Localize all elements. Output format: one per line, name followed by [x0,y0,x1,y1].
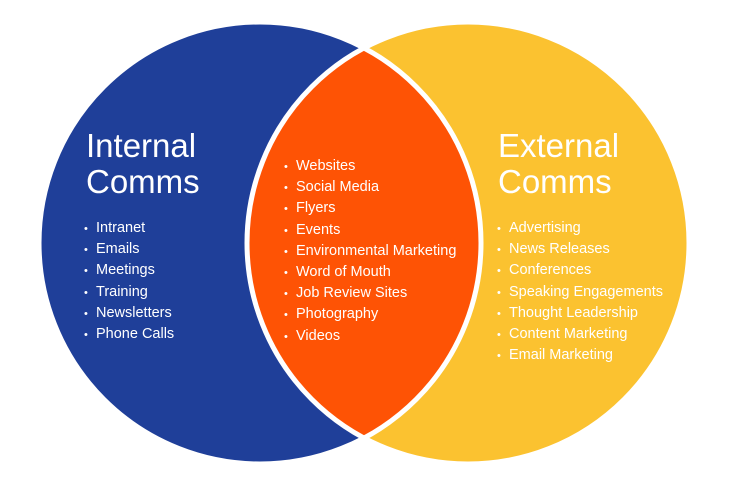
list-item: Word of Mouth [284,262,456,283]
external-comms-list: Advertising News Releases Conferences Sp… [497,218,663,366]
external-title-line2: Comms [498,163,612,200]
internal-title-line2: Comms [86,163,200,200]
list-item: Photography [284,304,456,325]
list-item: Events [284,220,456,241]
list-item: Emails [84,239,174,260]
internal-circle-outline [36,19,484,467]
list-item: Intranet [84,218,174,239]
list-item: Meetings [84,260,174,281]
overlap-list: Websites Social Media Flyers Events Envi… [284,156,456,347]
list-item: Social Media [284,177,456,198]
overlap-region [247,22,481,464]
list-item: Newsletters [84,303,174,324]
external-comms-title: External Comms [498,128,619,200]
list-item: Thought Leadership [497,303,663,324]
list-item: Advertising [497,218,663,239]
list-item: Videos [284,326,456,347]
list-item: Flyers [284,198,456,219]
external-title-line1: External [498,127,620,164]
list-item: Training [84,282,174,303]
list-item: News Releases [497,239,663,260]
list-item: Job Review Sites [284,283,456,304]
list-item: Email Marketing [497,345,663,366]
list-item: Environmental Marketing [284,241,456,262]
internal-comms-title: Internal Comms [86,128,200,200]
list-item: Speaking Engagements [497,282,663,303]
list-item: Content Marketing [497,324,663,345]
internal-comms-list: Intranet Emails Meetings Training Newsle… [84,218,174,345]
internal-title-line1: Internal [86,127,197,164]
list-item: Conferences [497,260,663,281]
list-item: Phone Calls [84,324,174,345]
list-item: Websites [284,156,456,177]
external-circle-outline [244,19,692,467]
